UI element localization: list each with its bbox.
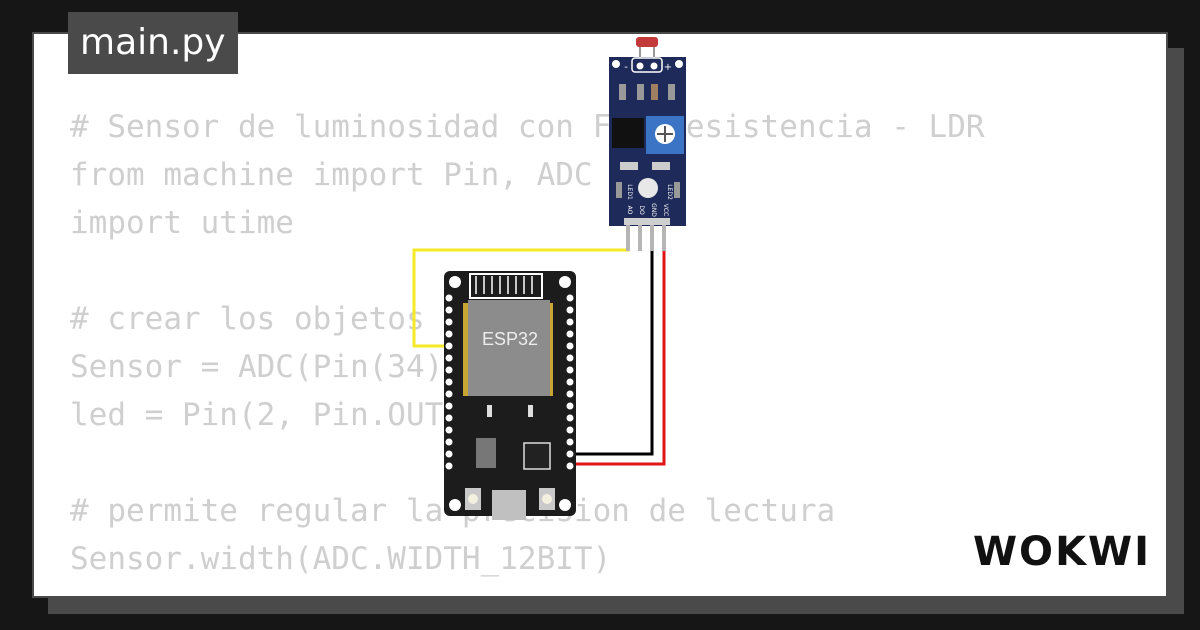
pin-label-gnd: GND xyxy=(650,203,657,217)
photoresistor xyxy=(636,37,658,47)
wokwi-logo: WOKWI xyxy=(973,529,1151,575)
code-line: import utime xyxy=(70,205,294,241)
pin-label-vcc: VCC xyxy=(662,204,669,216)
code-line: Sensor = ADC(Pin(34)) xyxy=(70,349,462,385)
file-tab[interactable]: main.py xyxy=(68,12,238,74)
ldr-module[interactable]: - + LED1 LED2 AO DO GND VCC xyxy=(609,37,686,251)
code-line: Sensor.width(ADC.WIDTH_12BIT) xyxy=(70,541,612,577)
code-line: led = Pin(2, Pin.OUT) xyxy=(70,397,462,433)
pin-label-do: DO xyxy=(638,205,645,215)
minus-label: - xyxy=(624,62,628,73)
vcc-wire[interactable] xyxy=(568,238,666,466)
wokwi-logo-text: WOKWI xyxy=(973,529,1151,575)
gnd-wire[interactable] xyxy=(568,238,654,456)
esp32-left-pins xyxy=(445,294,453,470)
plus-label: + xyxy=(664,62,672,73)
code-line: from machine import Pin, ADC xyxy=(70,157,593,193)
led2-label: LED2 xyxy=(666,184,673,200)
esp32-board[interactable]: ESP32 xyxy=(444,271,576,520)
esp32-right-pins xyxy=(566,294,574,470)
code-listing: # Sensor de luminosidad con Fotoresisten… xyxy=(70,103,985,583)
code-line: # crear los objetos xyxy=(70,301,425,337)
pin-label-ao: AO xyxy=(626,206,633,215)
led1-label: LED1 xyxy=(626,184,633,200)
code-line: # permite regular la precision de lectur… xyxy=(70,493,836,529)
preview-card: # Sensor de luminosidad con Fotoresisten… xyxy=(32,32,1168,598)
esp32-chip-label: ESP32 xyxy=(482,329,538,349)
